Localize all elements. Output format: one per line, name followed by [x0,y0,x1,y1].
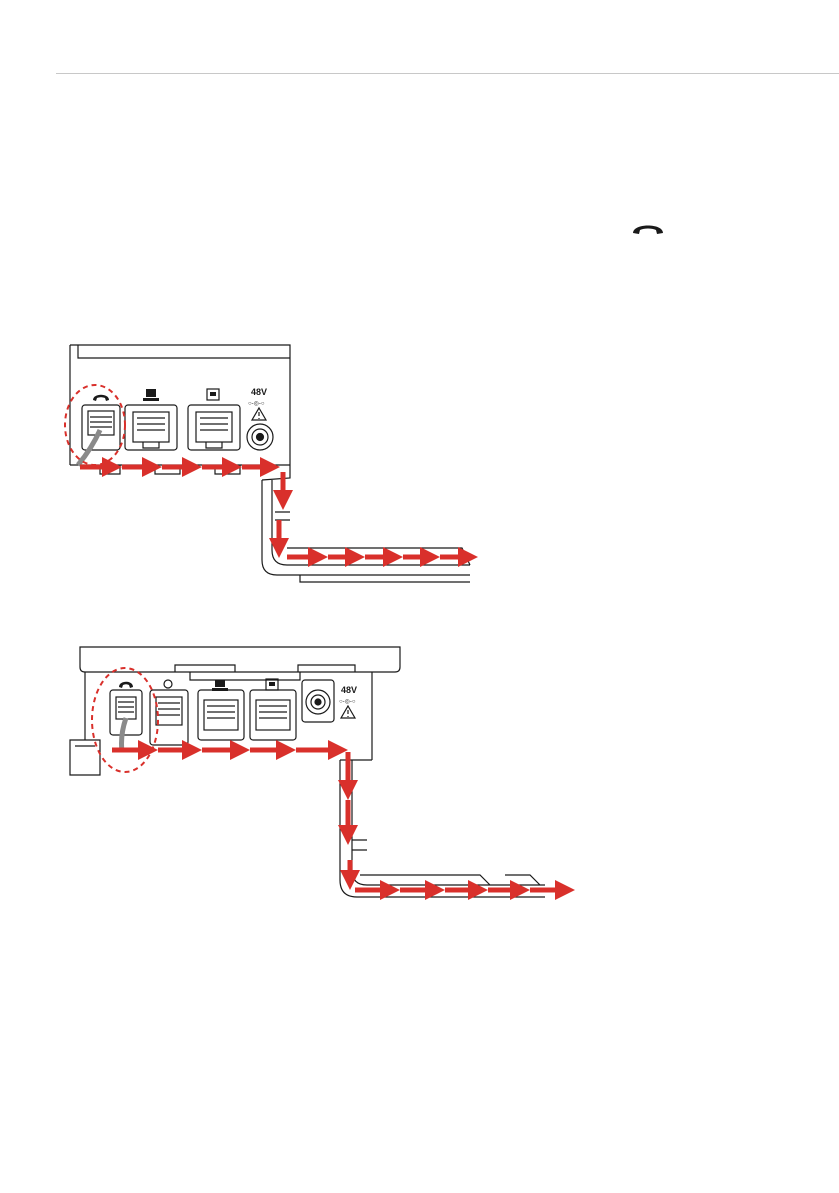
cable-route-arrows-top [80,467,468,557]
cable-route-arrows-bottom [112,750,565,890]
warning-icon [252,408,266,420]
network-icon [266,679,278,690]
pc-port-bottom [198,690,244,740]
handset-icon [119,682,133,688]
cable-channel-top [262,465,470,582]
voltage-label-bottom: 48V [341,685,357,695]
pc-icon [212,680,228,691]
power-jack-top [247,424,273,450]
figure-top [70,345,470,582]
warning-icon [341,706,355,718]
handset-port-bottom [110,690,142,735]
accessory-port-bottom [150,680,188,745]
voltage-label-top: 48V [251,387,267,397]
handset-icon [93,395,109,401]
lan-port-bottom [250,690,296,740]
figure-bottom [70,647,545,897]
power-jack-bottom [302,680,334,722]
pc-icon [143,389,159,401]
network-icon [207,389,219,400]
polarity-symbol-top: ○-◎-○ [248,401,265,407]
lan-port-top [188,405,240,450]
pc-port-top [125,405,177,450]
handset-port-top [82,405,120,450]
cable-channel-bottom [340,760,545,897]
base-outline-bottom [80,647,400,672]
polarity-symbol-bottom: ○-◎-○ [339,699,356,705]
